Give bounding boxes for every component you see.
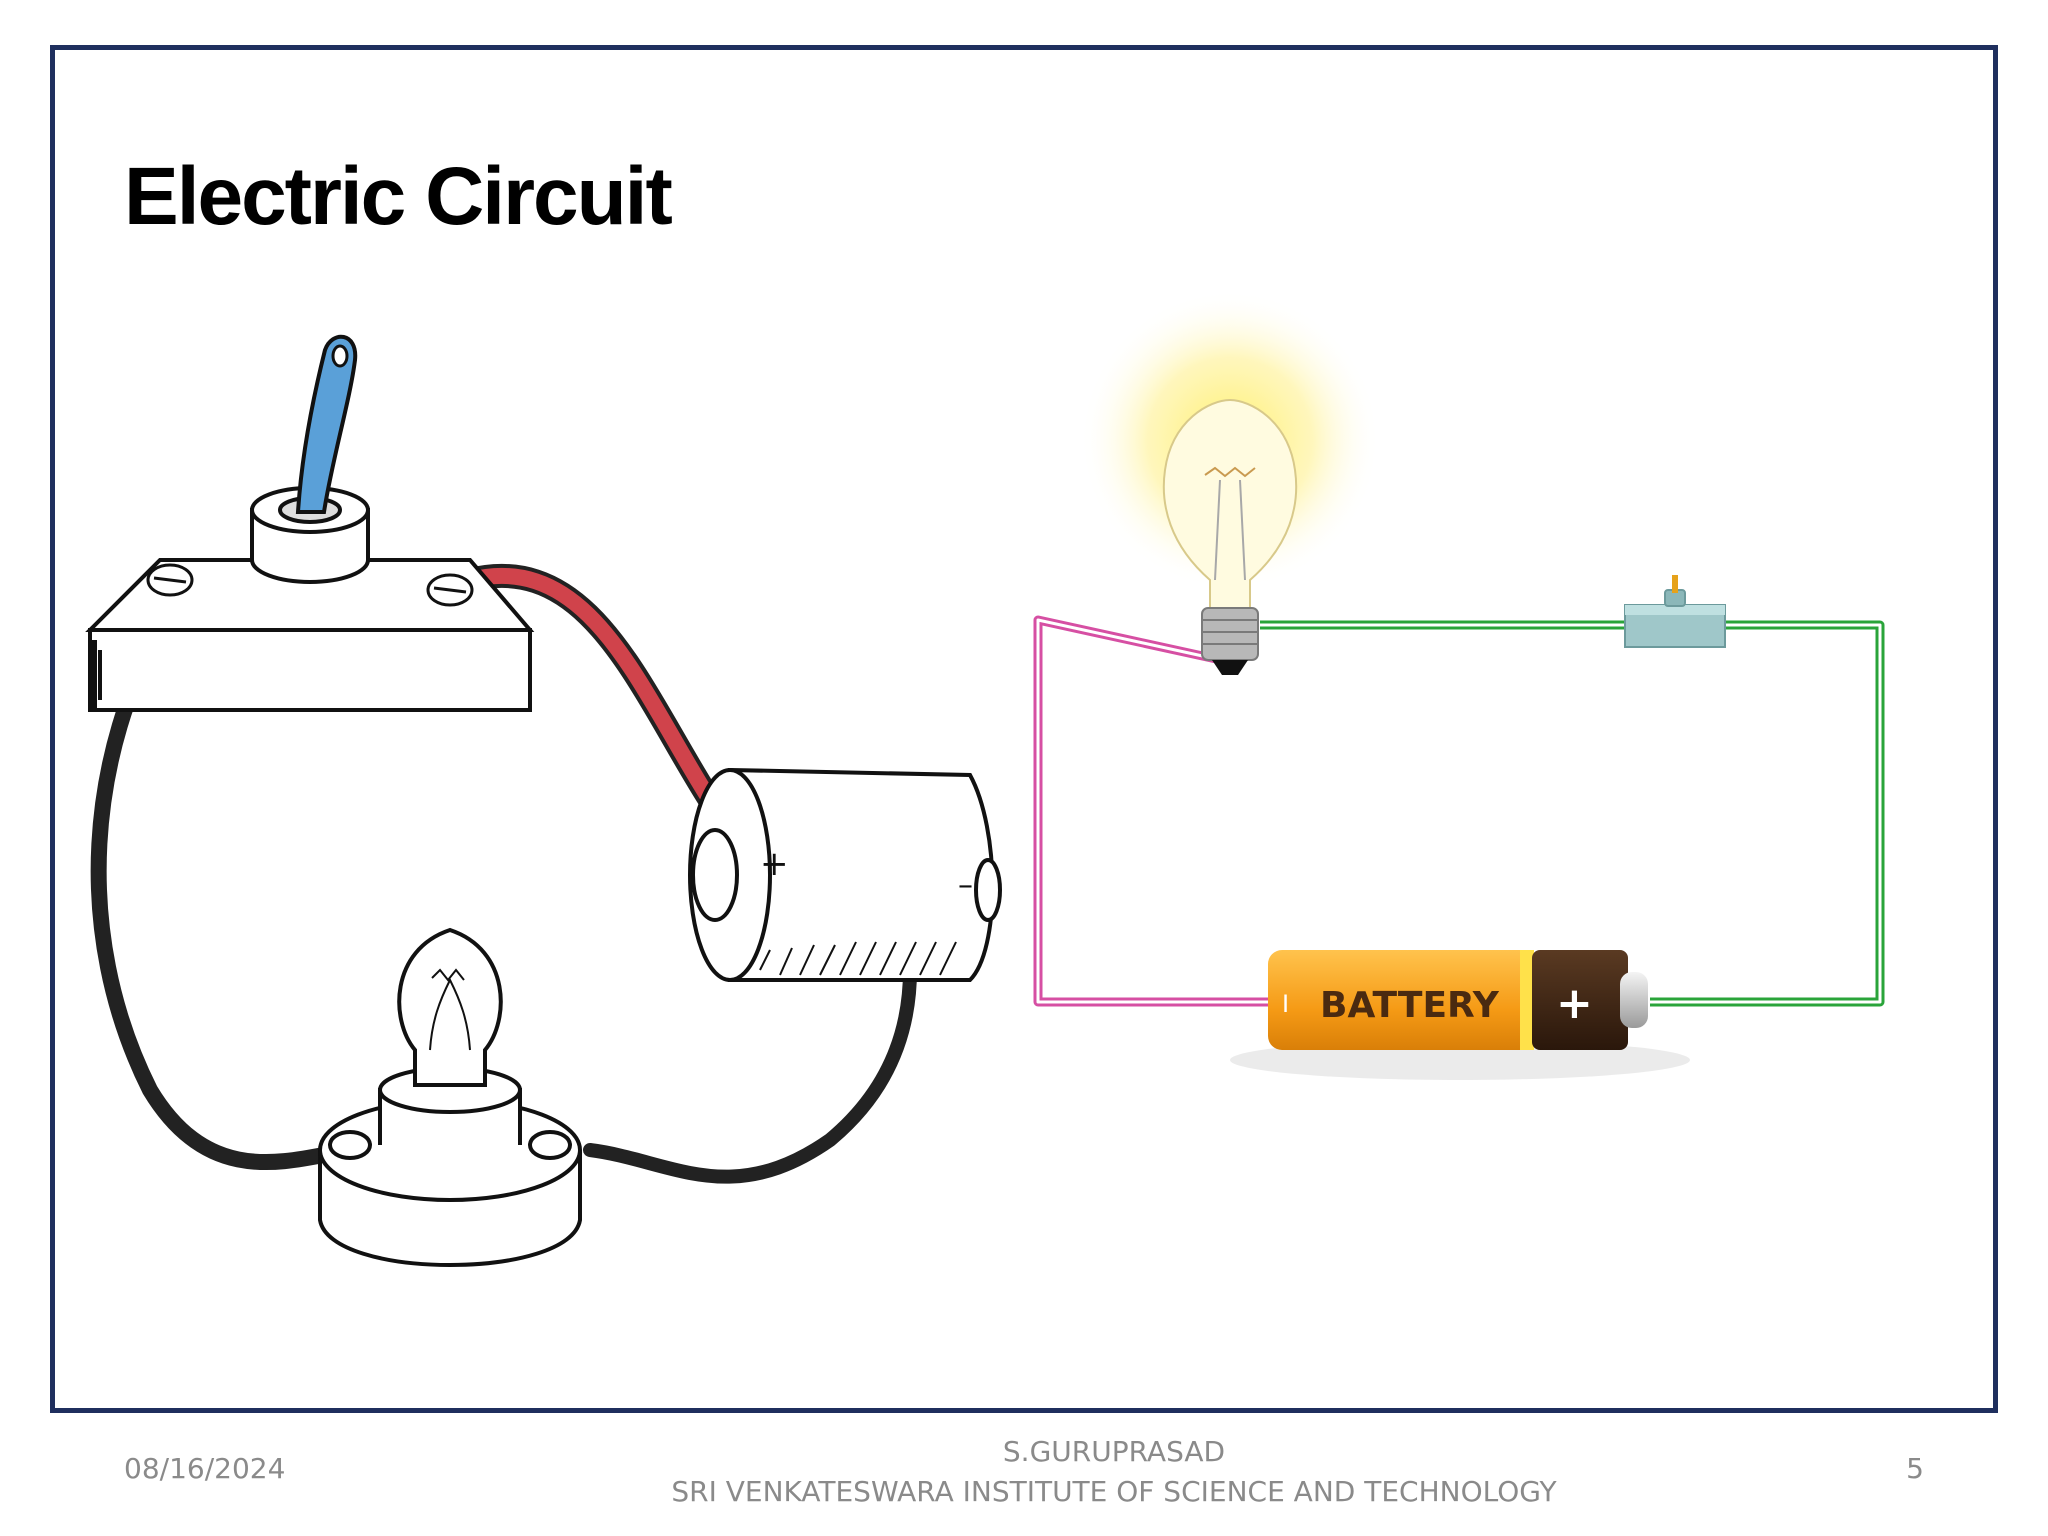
battery — [1230, 950, 1690, 1080]
battery-minus-sign: – — [958, 868, 973, 903]
switch-terminals — [146, 563, 474, 607]
bulb-holder — [318, 1066, 582, 1267]
battery-minus-label: I — [1282, 990, 1289, 1018]
footer-author: S.GURUPRASAD — [1002, 1435, 1226, 1468]
switch-base — [85, 558, 535, 712]
slide-title: Electric Circuit — [124, 151, 673, 242]
hand-drawn-battery — [688, 767, 1002, 982]
hand-drawn-circuit-illustration: + – — [85, 334, 1002, 1267]
pink-wire — [1033, 615, 1270, 1007]
battery-label: BATTERY — [1320, 985, 1500, 1026]
footer-author-institution: S.GURUPRASAD SRI VENKATESWARA INSTITUTE … — [474, 1432, 1754, 1512]
page-number: 5 — [1906, 1452, 1924, 1485]
battery-plus-sign: + — [760, 844, 789, 884]
footer-date: 08/16/2024 — [124, 1452, 286, 1485]
black-wire-right — [583, 963, 917, 1184]
switch-lever — [295, 334, 358, 514]
clean-circuit-diagram: BATTERY + I — [1033, 290, 1885, 1080]
hand-drawn-bulb — [397, 927, 503, 1087]
slide-frame — [50, 45, 1998, 1413]
battery-plus-label: + — [1556, 978, 1593, 1029]
switch — [1624, 575, 1726, 648]
black-wire-left — [90, 612, 358, 1171]
footer-institution: SRI VENKATESWARA INSTITUTE OF SCIENCE AN… — [671, 1475, 1557, 1508]
green-wire — [1260, 620, 1885, 1007]
light-bulb — [1162, 398, 1298, 675]
